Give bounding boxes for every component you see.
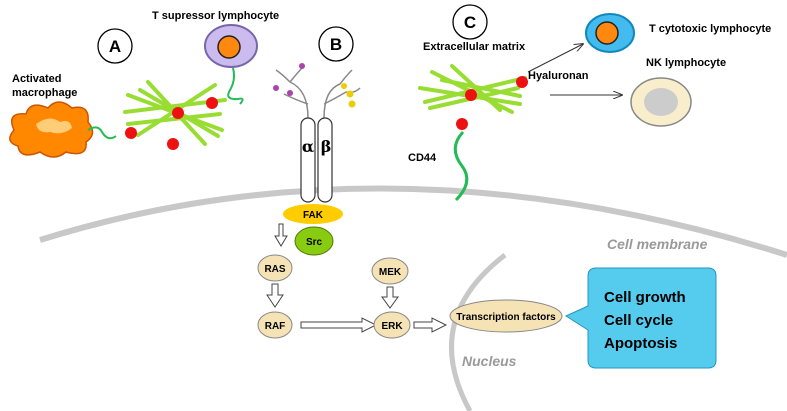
panel-b-label: B <box>330 35 342 54</box>
ras-label: RAS <box>264 264 285 275</box>
erk-node <box>373 311 411 339</box>
mek-to-erk-arrow <box>381 286 399 309</box>
activated-macrophage <box>9 101 117 158</box>
fak-to-ras-arrow <box>274 223 288 247</box>
t-suppressor-label: T supressor lymphocyte <box>152 10 279 22</box>
nuclear-envelope <box>449 253 507 411</box>
hyaluronan-label: Hyaluronan <box>528 70 589 82</box>
mek-node <box>371 257 409 285</box>
src-node <box>294 226 334 256</box>
alpha-subunit-label: α <box>302 137 314 156</box>
panel-a-label: A <box>109 37 121 56</box>
t-suppressor-cell <box>204 24 258 105</box>
raf-label: RAF <box>265 321 286 332</box>
transcription-factors-label: Transcription factors <box>456 312 556 323</box>
t-cytotoxic-cell <box>585 13 635 53</box>
ecm-fibers-c <box>418 64 527 114</box>
cd44-label: CD44 <box>408 152 437 164</box>
macrophage-label: macrophage <box>12 87 77 99</box>
hyaluronan-dots-a <box>125 97 218 150</box>
raf-node <box>257 311 293 339</box>
raf-to-erk-arrow <box>300 317 378 333</box>
fak-node <box>283 204 343 224</box>
integrin-receptor: α β <box>273 63 361 203</box>
outcome-cell-cycle: Cell cycle <box>604 312 673 329</box>
activated-label: Activated <box>12 73 62 85</box>
outcome-bubble <box>564 267 717 369</box>
cell-membrane <box>39 185 787 258</box>
t-cytotoxic-label: T cytotoxic lymphocyte <box>649 23 771 35</box>
nk-cell <box>630 77 692 127</box>
cd44-receptor <box>453 130 469 202</box>
erk-label: ERK <box>381 321 403 332</box>
panel-c-label: C <box>464 13 476 32</box>
beta-subunit-label: β <box>321 137 332 156</box>
transcription-factors-node <box>449 299 563 333</box>
erk-to-transcription-arrow <box>413 317 448 333</box>
outcome-cell-growth: Cell growth <box>604 289 686 306</box>
extracellular-matrix-label: Extracellular matrix <box>423 41 526 53</box>
cell-membrane-label: Cell membrane <box>607 236 708 252</box>
src-label: Src <box>306 237 323 248</box>
outcome-apoptosis: Apoptosis <box>604 335 677 352</box>
arrow-to-t-cytotoxic <box>527 44 583 73</box>
hyaluronan-dots-c <box>456 76 528 130</box>
mek-label: MEK <box>379 267 402 278</box>
nk-label: NK lymphocyte <box>646 57 726 69</box>
ras-node <box>257 254 293 282</box>
nucleus-label: Nucleus <box>462 353 517 369</box>
ras-to-raf-arrow <box>266 283 284 308</box>
fak-label: FAK <box>303 210 324 221</box>
